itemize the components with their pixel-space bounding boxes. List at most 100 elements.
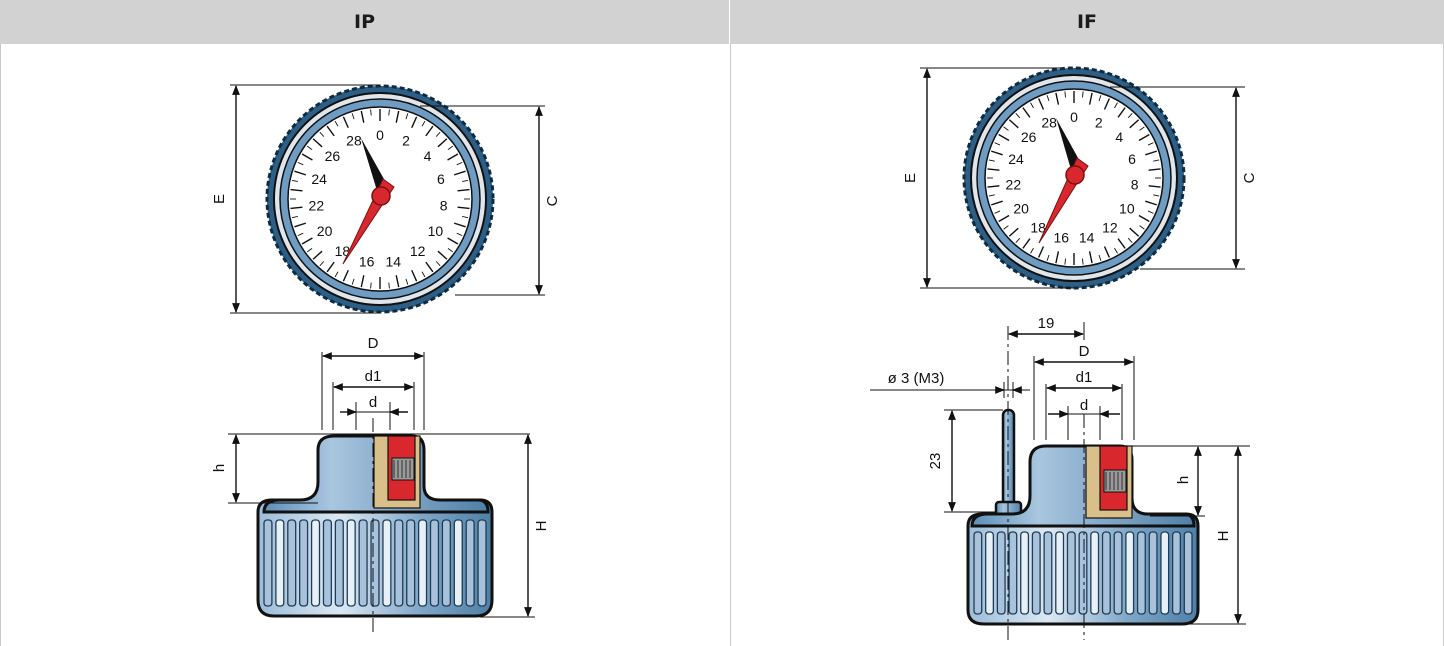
ip-dial-tick xyxy=(294,222,307,228)
if-dial-tick xyxy=(1008,119,1019,129)
if-dial-tick xyxy=(998,133,1010,142)
if-dial-tick xyxy=(1088,92,1093,105)
if-set-screw xyxy=(1103,469,1127,493)
if-dim-19: 19 xyxy=(1038,315,1055,332)
ip-dial-number: 2 xyxy=(402,133,410,149)
if-dial-tick xyxy=(1148,185,1161,188)
if-knurl-flute xyxy=(1148,531,1158,615)
ip-dim-D: D xyxy=(368,335,379,352)
ip-dial-tick xyxy=(456,161,463,166)
ip-dial-tick xyxy=(370,282,372,289)
ip-dim-H: H xyxy=(533,521,550,532)
ip-knurl-flute xyxy=(310,519,321,607)
ip-knurl-flute xyxy=(465,519,475,607)
ip-front-dimensions: E C xyxy=(211,84,561,314)
if-dial-tick xyxy=(1138,133,1150,142)
ip-knurl-flute xyxy=(453,519,463,607)
ip-dial-number: 14 xyxy=(386,254,402,270)
ip-dial-tick xyxy=(453,222,466,228)
ip-set-screw xyxy=(391,457,415,481)
table-header: IP IF xyxy=(0,0,1444,44)
if-dial-tick xyxy=(998,214,1010,223)
if-dim-pin-diameter: ø 3 (M3) xyxy=(888,370,945,387)
ip-dial-tick xyxy=(290,206,303,210)
column-divider xyxy=(730,44,731,646)
ip-dial-tick xyxy=(437,250,448,260)
ip-dial-tick xyxy=(290,188,303,192)
if-dial-tick xyxy=(1064,91,1066,98)
if-dial-tick xyxy=(1114,247,1118,254)
if-dial-tick xyxy=(1114,102,1118,109)
ip-dial-tick xyxy=(405,278,409,285)
if-dial-tick xyxy=(988,194,995,197)
ip-knurl-flute xyxy=(358,519,368,607)
if-knurl-flute xyxy=(1090,531,1100,615)
ip-dial-number: 24 xyxy=(311,171,327,187)
if-dial-tick xyxy=(1139,225,1145,230)
if-knurl-flute xyxy=(1066,531,1076,615)
if-dial-tick xyxy=(1037,246,1045,258)
if-dial-tick xyxy=(1153,194,1160,197)
if-dim-E: E xyxy=(902,173,919,183)
if-dial-tick xyxy=(1103,98,1111,110)
ip-dial-tick xyxy=(405,113,409,120)
ip-dial-tick xyxy=(447,248,454,253)
if-dim-23: 23 xyxy=(927,453,944,470)
ip-dial-number: 22 xyxy=(309,198,325,214)
if-dial-tick xyxy=(1138,214,1150,223)
ip-knob-flutes xyxy=(263,519,487,607)
if-dial-tick xyxy=(1139,126,1145,131)
ip-dial-tick xyxy=(388,109,390,116)
ip-dial-tick xyxy=(306,145,313,150)
if-dial-tick xyxy=(1008,227,1019,237)
ip-dial-tick xyxy=(457,188,470,192)
ip-knurl-flute xyxy=(370,519,380,607)
if-dim-d1: d1 xyxy=(1076,369,1093,386)
if-knurl-flute xyxy=(985,531,995,615)
if-knurl-flute xyxy=(1020,531,1030,615)
if-dial-tick xyxy=(1117,107,1126,118)
ip-dial-tick xyxy=(319,261,325,267)
ip-knurl-flute xyxy=(477,519,487,607)
ip-knurl-flute xyxy=(275,519,285,607)
ip-dial-tick xyxy=(435,261,441,267)
frame-left-border xyxy=(0,44,1,646)
ip-knurl-flute xyxy=(322,519,333,607)
if-dial-tick xyxy=(994,142,1001,146)
if-dial-number: 20 xyxy=(1013,201,1029,217)
if-dial-tick xyxy=(1129,227,1140,237)
ip-dial-tick xyxy=(370,109,372,116)
if-dim-D: D xyxy=(1079,343,1090,360)
ip-knurl-flute xyxy=(263,519,273,607)
ip-dial-tick xyxy=(462,179,469,182)
if-dial-number: 10 xyxy=(1119,201,1135,217)
if-dial-tick xyxy=(1117,238,1126,249)
ip-dial-tick xyxy=(437,138,448,148)
ip-knurl-flute xyxy=(346,519,356,607)
if-dial-number: 22 xyxy=(1006,176,1022,192)
if-knurl-flute xyxy=(1125,531,1135,615)
ip-dial-tick xyxy=(462,216,469,219)
ip-dial-tick xyxy=(457,206,470,210)
ip-dial-number: 10 xyxy=(428,223,444,239)
if-dial-tick xyxy=(1127,237,1133,243)
ip-dial-number: 6 xyxy=(437,171,445,187)
if-dial-tick xyxy=(1003,126,1009,131)
if-dial-tick xyxy=(1147,210,1154,214)
ip-dial-tick xyxy=(395,110,400,123)
ip-knurl-flute xyxy=(441,519,451,607)
if-dial-number: 12 xyxy=(1102,219,1118,235)
if-dial-number: 18 xyxy=(1030,219,1046,235)
if-dial-number: 28 xyxy=(1041,114,1057,130)
if-knurl-flute xyxy=(1055,531,1065,615)
ip-dial-tick xyxy=(342,116,349,129)
if-dial-number: 24 xyxy=(1008,151,1024,167)
ip-knurl-flute xyxy=(417,519,428,607)
if-knurl-flute xyxy=(973,531,983,615)
if-dial-tick xyxy=(1153,159,1160,162)
if-knurl-flute xyxy=(1183,531,1193,615)
ip-knurl-flute xyxy=(429,519,440,607)
ip-dial-tick xyxy=(319,131,325,137)
